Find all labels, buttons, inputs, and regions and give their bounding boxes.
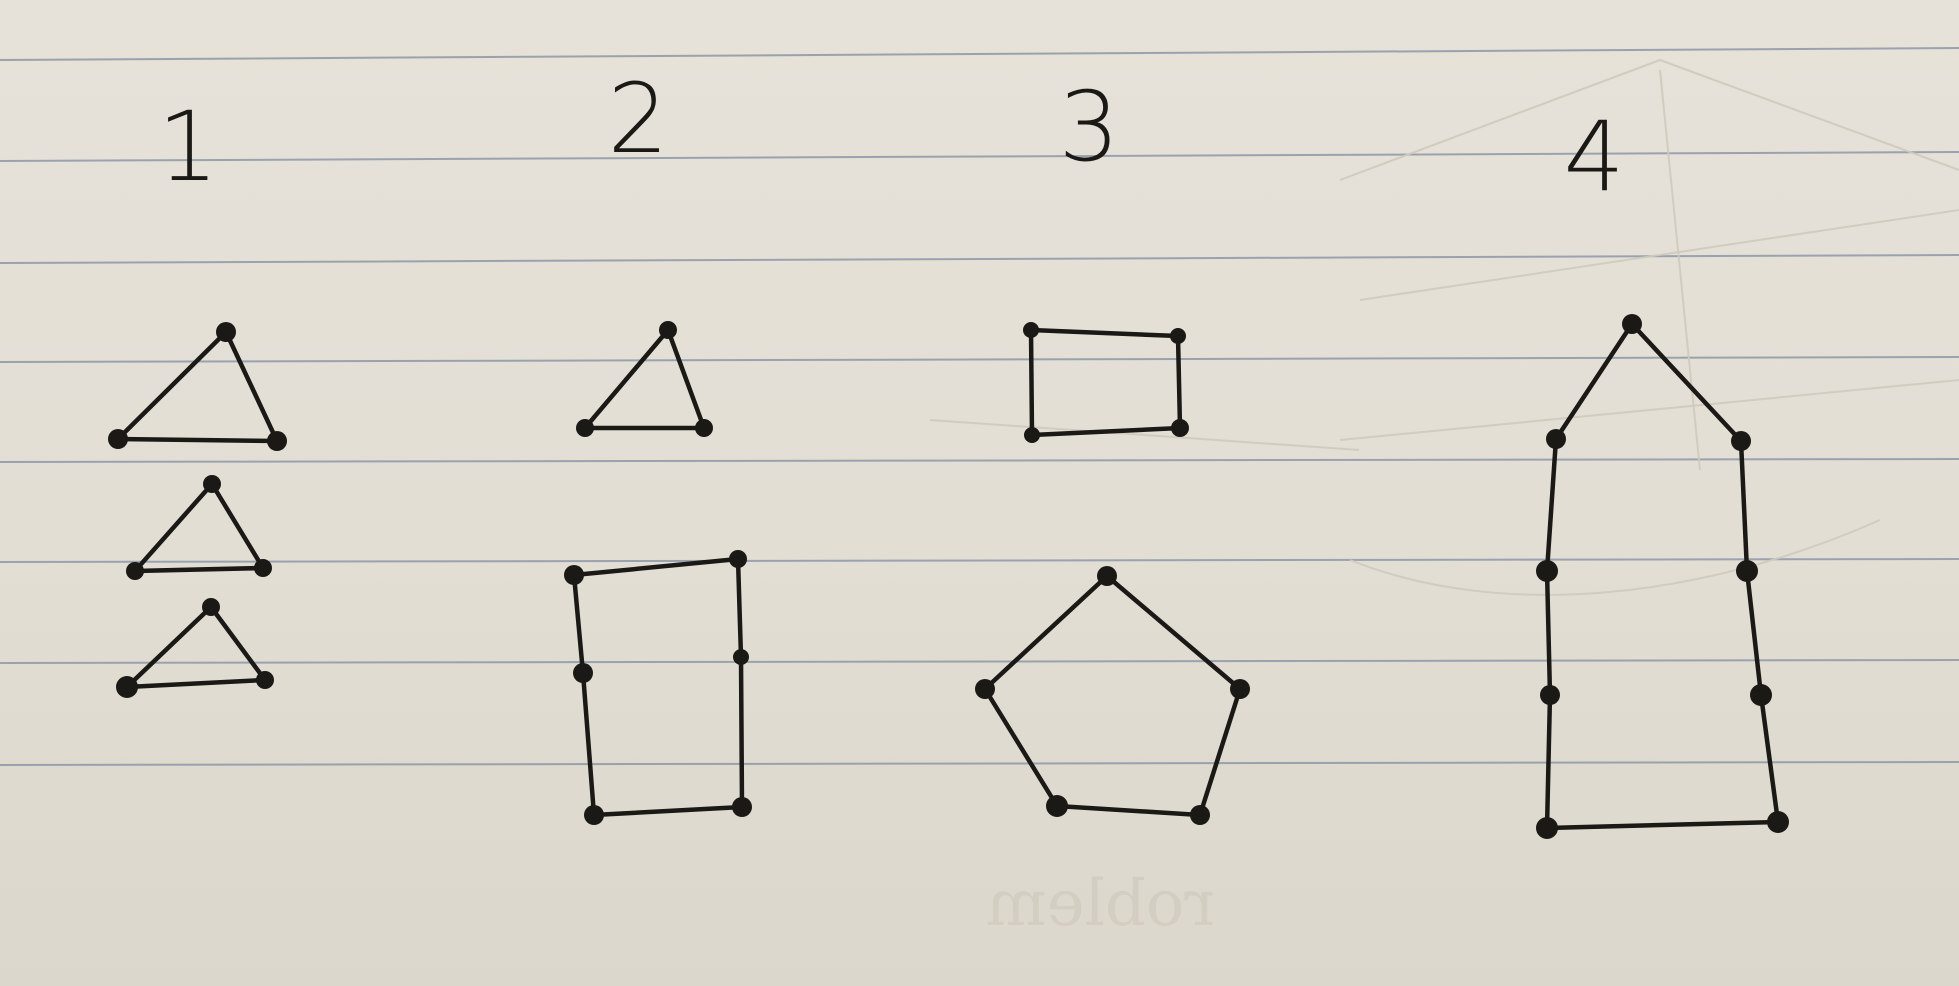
- graph-house-nine-vertices: [1536, 314, 1789, 839]
- column-label-3: 3: [1058, 71, 1119, 183]
- graph-vertex: [202, 598, 220, 616]
- rule-line: [0, 356, 1959, 363]
- graph-vertex: [108, 429, 128, 449]
- graph-vertex: [1097, 566, 1117, 586]
- rule-line: [0, 558, 1959, 563]
- graph-vertex: [732, 797, 752, 817]
- graph-triangle-middle: [126, 475, 272, 580]
- graph-vertex: [975, 679, 995, 699]
- graph-vertex: [1736, 560, 1758, 582]
- graph-vertex: [1750, 684, 1772, 706]
- graph-edges: [115, 329, 280, 444]
- graph-vertex: [695, 419, 713, 437]
- rule-line: [0, 254, 1959, 264]
- column-label-2: 2: [607, 63, 668, 175]
- column-3-graphs: [975, 322, 1250, 825]
- graph-vertex: [1190, 805, 1210, 825]
- graph-vertex: [1536, 817, 1558, 839]
- graph-vertex: [1230, 679, 1250, 699]
- graph-vertex: [1767, 811, 1789, 833]
- graph-pentagon: [975, 566, 1250, 825]
- graph-vertex: [126, 562, 144, 580]
- graph-vertex: [1536, 560, 1558, 582]
- graph-edges: [571, 556, 745, 818]
- rule-line: [0, 761, 1959, 766]
- column-1-graphs: [108, 322, 287, 698]
- graph-rectangle: [1023, 322, 1189, 443]
- graph-vertex: [1046, 795, 1068, 817]
- graph-triangle-large: [108, 322, 287, 451]
- graph-rectangle-six-vertices: [564, 550, 752, 825]
- graph-vertex: [1731, 431, 1751, 451]
- graph-vertex: [1546, 429, 1566, 449]
- rule-line: [0, 659, 1959, 664]
- graph-triangle-small: [576, 321, 713, 437]
- svg-text:roblem: roblem: [986, 867, 1215, 941]
- graph-edges: [124, 604, 268, 690]
- graph-vertex: [1540, 685, 1560, 705]
- graph-vertex: [267, 431, 287, 451]
- graph-vertex: [659, 321, 677, 339]
- graph-vertex: [733, 649, 749, 665]
- graph-vertex: [203, 475, 221, 493]
- graph-edges: [1028, 327, 1183, 438]
- bleed-through-marks: roblem: [929, 58, 1959, 941]
- graph-edges: [982, 573, 1243, 818]
- rule-line: [0, 458, 1959, 463]
- graph-vertex: [216, 322, 236, 342]
- column-labels: 1 2 3 4: [157, 63, 1624, 213]
- graph-vertex: [1024, 427, 1040, 443]
- graph-triangle-bottom: [116, 598, 274, 698]
- graph-vertex: [729, 550, 747, 568]
- graph-vertex: [116, 676, 138, 698]
- ruled-lines: [0, 47, 1959, 766]
- column-label-1: 1: [157, 91, 218, 203]
- graph-vertex: [1023, 322, 1039, 338]
- graph-vertex: [576, 419, 594, 437]
- column-label-4: 4: [1563, 101, 1624, 213]
- graph-edges: [132, 481, 266, 574]
- graph-vertex: [573, 663, 593, 683]
- graph-vertex: [254, 559, 272, 577]
- graph-vertex: [256, 671, 274, 689]
- graph-edges: [582, 327, 707, 431]
- graph-vertex: [1171, 419, 1189, 437]
- graph-vertex: [1622, 314, 1642, 334]
- graph-vertex: [1170, 328, 1186, 344]
- graph-vertex: [584, 805, 604, 825]
- graph-edges: [1544, 321, 1781, 831]
- column-4-graphs: [1536, 314, 1789, 839]
- column-2-graphs: [564, 321, 752, 825]
- graph-vertex: [564, 565, 584, 585]
- rule-line: [0, 151, 1959, 162]
- rule-line: [0, 47, 1959, 61]
